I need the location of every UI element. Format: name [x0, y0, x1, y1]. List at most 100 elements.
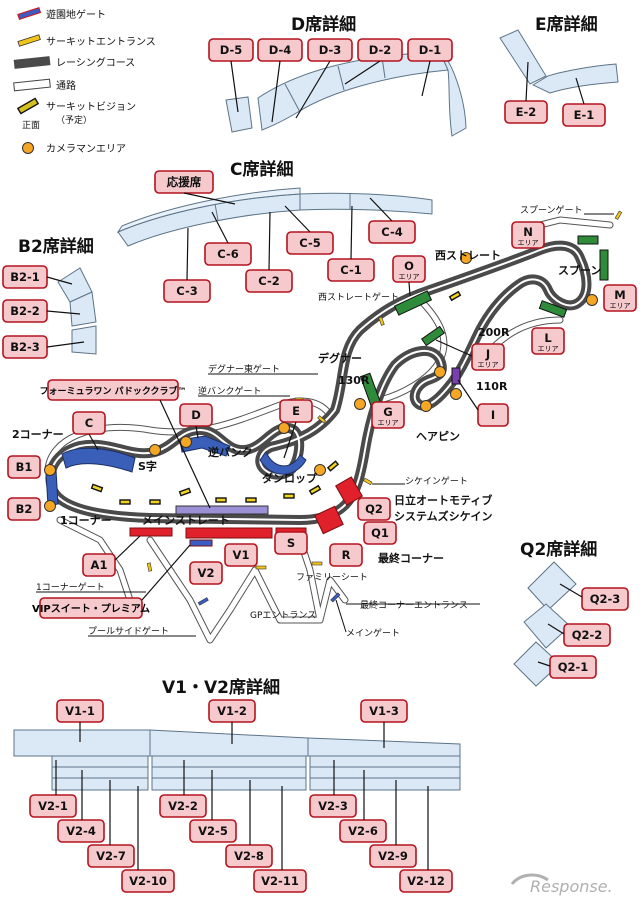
tag-r: R: [342, 548, 351, 562]
c-seat-detail: C席詳細 応援席 C-6 C-5 C-4 C-3 C-2 C-1: [116, 159, 433, 303]
circuit-entrances: [146, 210, 623, 606]
tag-c4: C-4: [381, 225, 402, 239]
v1-tags: V1-1 V1-2 V1-3: [56, 699, 408, 748]
tag-c1: C-1: [340, 263, 361, 277]
legend-label: サーキットビジョン: [46, 101, 136, 113]
label-200r: 200R: [478, 326, 510, 339]
q2-section-title: Q2席詳細: [520, 539, 597, 560]
tag-v2-2: V2-2: [168, 799, 198, 813]
tag-v2-11: V2-11: [261, 874, 299, 888]
tag-e2: E-2: [516, 105, 537, 119]
legend-sub: 正面: [22, 120, 40, 131]
tag-v2-5: V2-5: [198, 824, 228, 838]
tag-j-area: エリア: [478, 361, 499, 369]
blue-stands: [45, 435, 307, 515]
tag-m: M: [614, 288, 625, 302]
label-hitachi-1: 日立オートモティブ: [394, 493, 492, 507]
tag-v2-6: V2-6: [348, 824, 378, 838]
c-section-title: C席詳細: [230, 159, 293, 180]
watermark-text: Response.: [530, 877, 613, 896]
tag-v1-1: V1-1: [65, 704, 95, 718]
tag-q1: Q1: [371, 526, 389, 540]
v2-stands: [51, 755, 461, 791]
e-section-title: E席詳細: [535, 14, 598, 35]
tag-v2-9: V2-9: [378, 849, 408, 863]
tag-e: E: [292, 404, 300, 418]
tag-v2-7: V2-7: [96, 849, 126, 863]
camera-area-dot: [586, 294, 598, 306]
label-degner-east-gate: デグナー東ゲート: [208, 363, 280, 375]
stand-d-shape: [179, 435, 231, 457]
stand-e-shape: [259, 451, 307, 475]
b2-seat-detail: B2席詳細 B2-1 B2-2 B2-3: [2, 236, 97, 359]
tag-g: G: [383, 405, 392, 419]
camera-area-dot: [180, 436, 192, 448]
tag-f1-paddock-club: フォーミュラワン パドッククラブ™: [39, 385, 186, 397]
stand-c-shape: [61, 447, 136, 473]
tag-c3: C-3: [176, 284, 197, 298]
camera-area-dot: [460, 252, 472, 264]
legend-label: レーシングコース: [56, 56, 135, 69]
tag-v2-1: V2-1: [38, 799, 68, 813]
tag-j: J: [485, 347, 490, 361]
tag-vip-suite: VIPスイート・プレミアム: [32, 602, 150, 615]
green-areas: [359, 235, 609, 410]
tag-s: S: [287, 536, 295, 550]
legend-label: 遊園地ゲート: [46, 8, 106, 21]
camera-area-dot: [420, 400, 432, 412]
d-seat-detail: D席詳細 D-5 D-4 D-3 D-2 D-1: [208, 14, 467, 137]
d-stand-shape: [257, 51, 449, 131]
response-watermark: Response.: [510, 873, 613, 896]
legend-label: カメラマンエリア: [46, 143, 126, 155]
tag-c: C: [85, 416, 93, 430]
q2-stand-shape: [527, 561, 577, 611]
label-west-straight: 西ストレート: [435, 249, 501, 262]
tag-d1: D-1: [419, 43, 442, 57]
camera-area-dot: [450, 388, 462, 400]
label-final-corner: 最終コーナー: [378, 551, 444, 565]
e-stand-shape: [531, 63, 619, 94]
tag-v2-8: V2-8: [234, 849, 264, 863]
label-gp-entrance: GPエントランス: [250, 610, 316, 621]
v2-tags: V2-1 V2-2 V2-3 V2-4 V2-5 V2-6 V2-7 V2-8 …: [29, 760, 453, 893]
tag-v1-2: V1-2: [217, 704, 247, 718]
tag-a1: A1: [91, 558, 108, 572]
tag-d4: D-4: [269, 43, 292, 57]
label-hitachi-2: システムズシケイン: [394, 509, 492, 523]
stand-f1-club-shape: [175, 505, 269, 515]
camera-area-dot: [44, 500, 56, 512]
vision-screen-icon: [16, 97, 40, 115]
tag-o-area: エリア: [399, 273, 420, 281]
b2-section-title: B2席詳細: [18, 236, 94, 257]
tag-q2-3: Q2-3: [590, 592, 621, 606]
camera-area-dot: [149, 444, 161, 456]
tag-l: L: [544, 331, 552, 345]
camera-area-dot: [354, 398, 366, 410]
q2-stand-shape: [523, 603, 571, 649]
tag-b2-1: B2-1: [10, 270, 40, 284]
q2-tags: Q2-3 Q2-2 Q2-1: [537, 583, 629, 679]
tag-d2: D-2: [369, 43, 392, 57]
tag-q2-1: Q2-1: [558, 660, 589, 674]
tag-v1: V1: [233, 548, 250, 562]
tag-c2: C-2: [258, 274, 279, 288]
tag-v2-12: V2-12: [407, 874, 445, 888]
label-family-seat: ファミリーシート: [296, 573, 368, 583]
camera-area-dot: [434, 366, 446, 378]
tag-v2-3: V2-3: [318, 799, 348, 813]
tag-cheer-seat: 応援席: [167, 175, 202, 189]
circuit-vision-screens: [90, 290, 462, 505]
tag-b1: B1: [16, 460, 33, 474]
tag-e1: E-1: [574, 108, 595, 122]
label-chicane-gate: シケインゲート: [405, 475, 468, 487]
gray-road-icon: [13, 56, 51, 69]
blue-red-bar-icon: [17, 6, 42, 21]
label-main-gate: メインゲート: [346, 627, 400, 639]
camera-area-dot: [44, 464, 56, 476]
label-spoon-gate: スプーンゲート: [520, 204, 583, 216]
b2-tags: B2-1 B2-2 B2-3: [2, 265, 85, 359]
tag-n: N: [523, 225, 533, 239]
tag-c5: C-5: [299, 236, 320, 250]
label-dunlop: ダンロップ: [262, 471, 318, 485]
